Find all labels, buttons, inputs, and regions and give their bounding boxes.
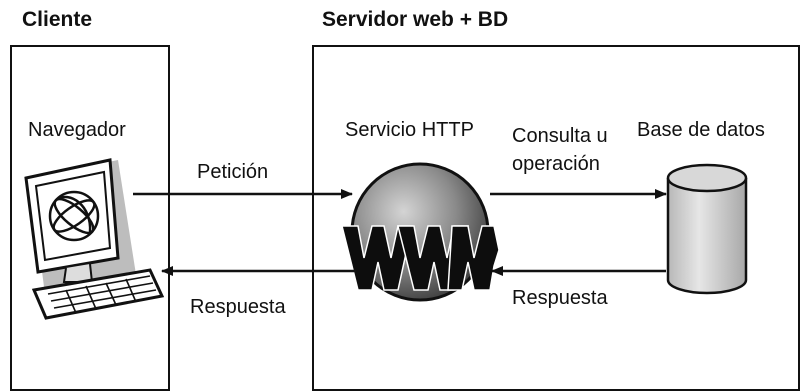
browser-label: Navegador [28,119,126,141]
database-icon [666,163,748,295]
response-from-db-label: Respuesta [512,287,608,309]
www-globe-icon [341,162,500,302]
query-label-line1: Consulta u [512,125,608,147]
client-heading: Cliente [22,8,93,31]
computer-icon [24,158,165,320]
query-label-line2: operación [512,153,600,175]
www-lettering [341,225,500,291]
http-service-label: Servicio HTTP [345,119,474,141]
browser-globe-icon [48,190,100,242]
response-to-client-label: Respuesta [190,296,286,318]
server-heading: Servidor web + BD [322,8,509,31]
request-label: Petición [197,161,269,183]
database-label: Base de datos [637,119,765,141]
